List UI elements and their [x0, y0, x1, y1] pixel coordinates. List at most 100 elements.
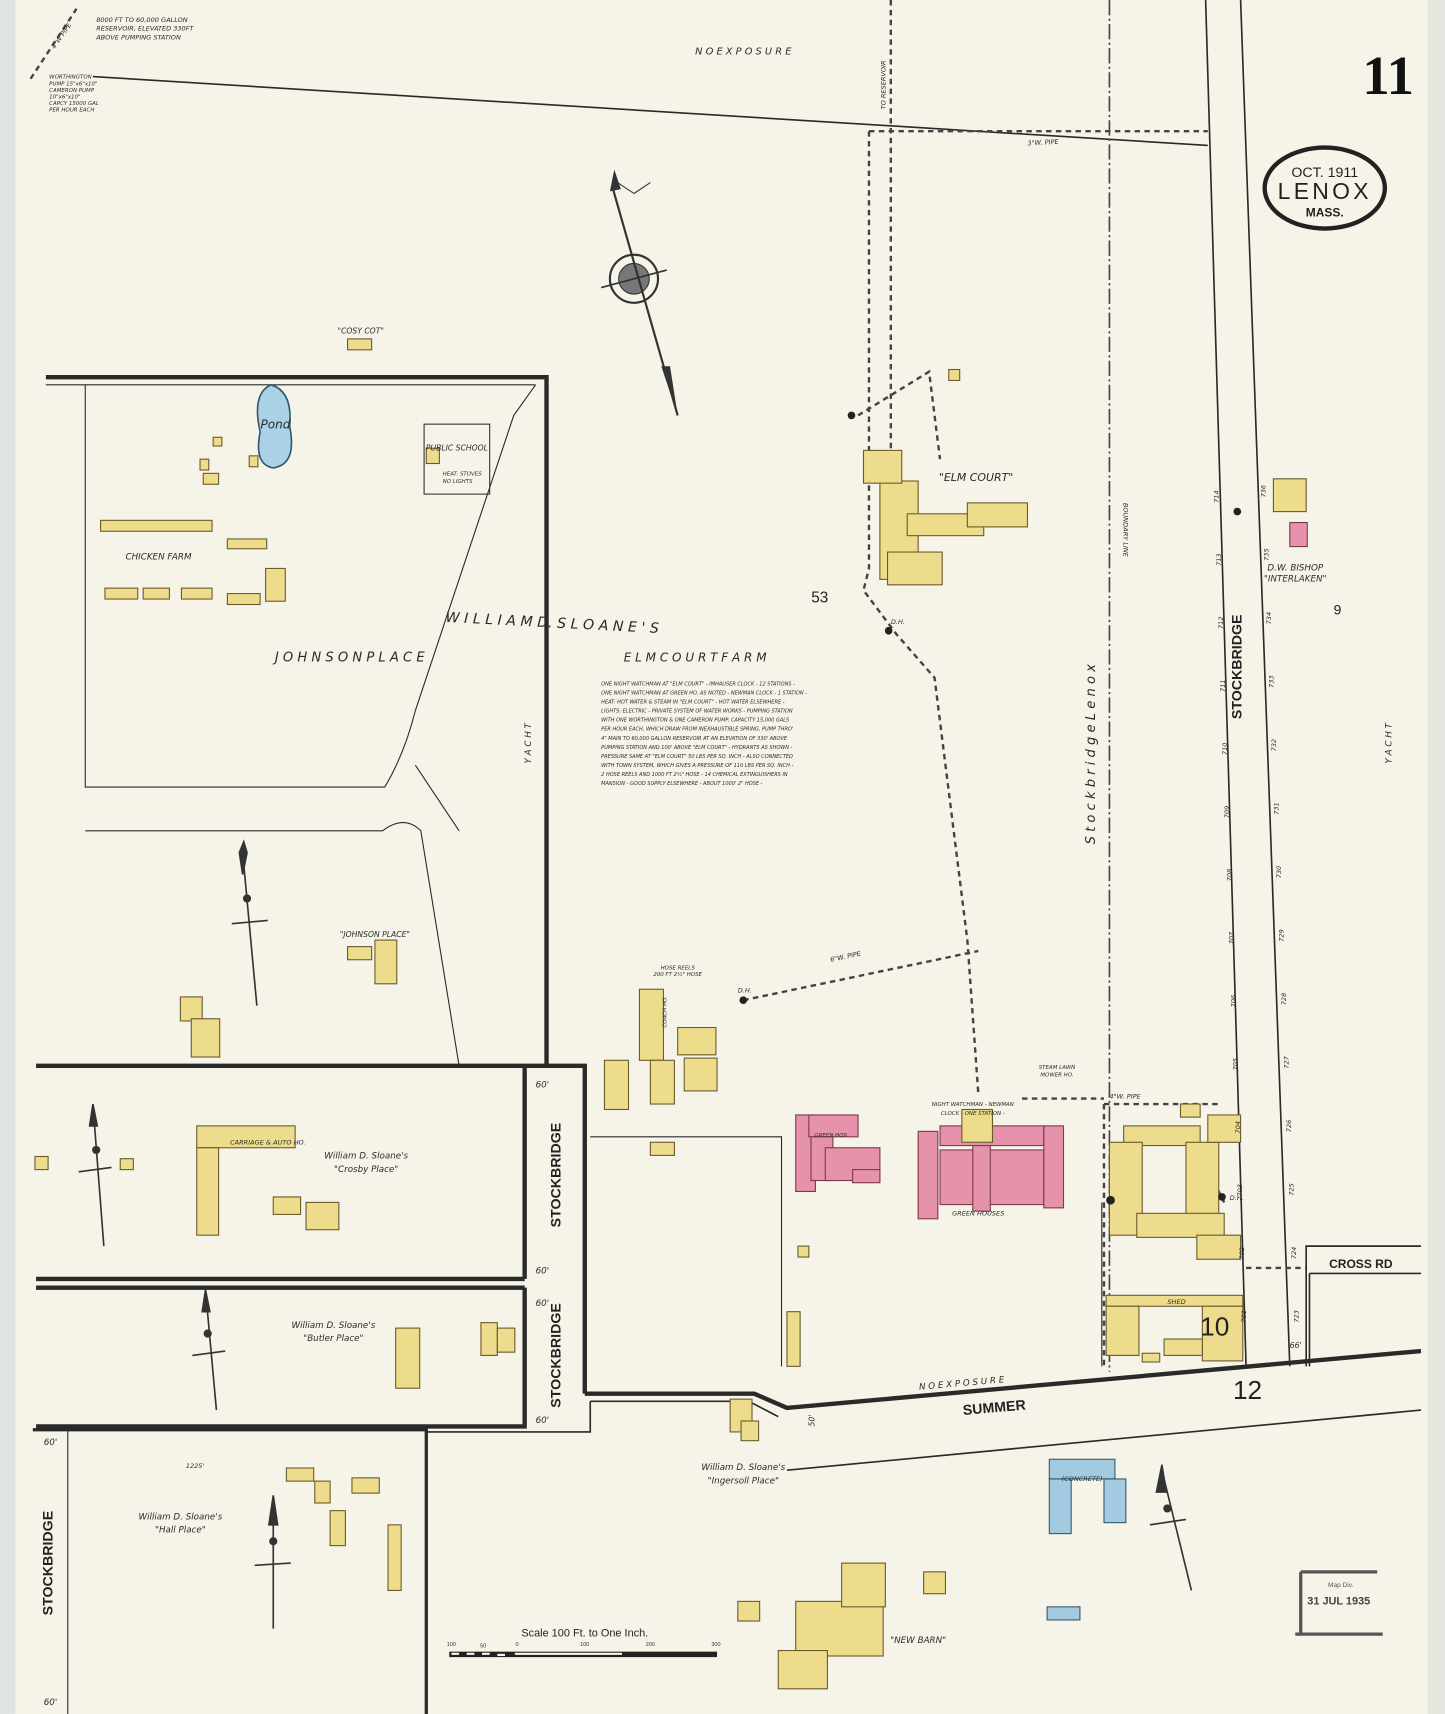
- note-line: PRESSURE SAME AT "ELM COURT" 50 LBS PER …: [601, 754, 793, 760]
- north-arrows: [78, 839, 1193, 1629]
- svg-text:"Ingersoll Place": "Ingersoll Place": [708, 1476, 779, 1486]
- street-address-numbers: 7147137127117107097087077067057047037027…: [1213, 485, 1301, 1323]
- frame-building: [797, 1245, 810, 1258]
- svg-text:"NEW BARN": "NEW BARN": [890, 1636, 946, 1646]
- frame-building: [305, 1201, 340, 1231]
- note-line: ONE NIGHT WATCHMAN AT GREEN HO. AS NOTED…: [601, 690, 807, 696]
- svg-text:Y A C H T: Y A C H T: [524, 722, 534, 763]
- address-number-right: 728: [1280, 993, 1288, 1006]
- svg-text:Y A C H T: Y A C H T: [1384, 722, 1394, 763]
- svg-text:10: 10: [1200, 1312, 1229, 1342]
- block-outlines: [32, 0, 1422, 1714]
- svg-text:60': 60': [44, 1698, 58, 1708]
- frame-building: [425, 447, 440, 465]
- svg-text:GREEN HOUSES: GREEN HOUSES: [952, 1210, 1004, 1218]
- right-scan-edge: [1427, 0, 1445, 1714]
- frame-building: [1136, 1212, 1225, 1238]
- address-number-right: 735: [1262, 548, 1270, 561]
- frame-building: [179, 996, 203, 1022]
- svg-text:66': 66': [1290, 1341, 1302, 1350]
- address-number-right: 725: [1287, 1183, 1295, 1196]
- scale-bar: Scale 100 Ft. to One Inch. 100 50 0 100 …: [447, 1627, 720, 1658]
- frame-building: [740, 1420, 760, 1442]
- frame-building: [314, 1480, 331, 1504]
- frame-building: [34, 1155, 49, 1171]
- svg-text:PUMP 15"x6"x10": PUMP 15"x6"x10": [49, 81, 97, 87]
- frame-building: [265, 567, 286, 602]
- address-number-left: 705: [1232, 1058, 1240, 1071]
- frame-building: [142, 587, 170, 600]
- svg-text:BOUNDARY LINE: BOUNDARY LINE: [1122, 503, 1130, 558]
- note-line: MANSION - GOOD SUPPLY ELSEWHERE - ABOUT …: [601, 781, 763, 787]
- title-state: MASS.: [1306, 205, 1344, 219]
- svg-text:CHICKEN FARM: CHICKEN FARM: [125, 553, 191, 563]
- note-line: ONE NIGHT WATCHMAN AT "ELM COURT" - IMHA…: [601, 681, 795, 687]
- frame-building: [496, 1327, 516, 1353]
- svg-text:CARRIAGE & AUTO HO.: CARRIAGE & AUTO HO.: [230, 1138, 305, 1146]
- svg-text:50': 50': [807, 1415, 816, 1427]
- svg-text:100: 100: [447, 1642, 456, 1648]
- svg-text:CAMERON PUMP: CAMERON PUMP: [49, 88, 95, 94]
- frame-building: [1272, 478, 1307, 513]
- frame-building: [786, 1311, 801, 1367]
- frame-building: [1105, 1294, 1244, 1307]
- library-stamp: Map Div. 31 JUL 1935: [1295, 1570, 1383, 1636]
- svg-text:"Butler Place": "Butler Place": [303, 1334, 363, 1344]
- svg-text:E L M C O U R T F A R M: E L M C O U R T F A R M: [624, 650, 767, 664]
- svg-text:4"W. PIPE: 4"W. PIPE: [1109, 1093, 1141, 1101]
- address-number-right: 734: [1265, 612, 1273, 625]
- note-line: 4" MAIN TO 60,000 GALLON RESERVOIR AT AN…: [601, 736, 788, 742]
- frame-building: [649, 1141, 675, 1156]
- frame-building: [862, 449, 903, 484]
- frame-building: [196, 1125, 296, 1149]
- svg-text:200 FT 2½" HOSE: 200 FT 2½" HOSE: [653, 971, 702, 978]
- frame-building: [649, 1059, 675, 1105]
- brick-building: [939, 1149, 1045, 1206]
- frame-building: [683, 1057, 718, 1092]
- svg-text:SUMMER: SUMMER: [962, 1398, 1026, 1419]
- title-date: OCT. 1911: [1291, 165, 1358, 181]
- title-oval: [1262, 145, 1388, 231]
- svg-text:NO LIGHTS: NO LIGHTS: [443, 479, 473, 485]
- water-supply-notes: ONE NIGHT WATCHMAN AT "ELM COURT" - IMHA…: [601, 681, 807, 787]
- frame-building: [104, 587, 139, 600]
- frame-building: [285, 1467, 315, 1482]
- frame-building: [923, 1571, 947, 1595]
- svg-text:William D. Sloane's: William D. Sloane's: [701, 1463, 785, 1473]
- frame-building: [180, 587, 213, 600]
- address-number-right: 736: [1260, 485, 1268, 498]
- brick-building: [1043, 1125, 1065, 1209]
- frame-building: [887, 551, 943, 586]
- address-number-left: 703: [1236, 1184, 1244, 1197]
- svg-text:31 JUL 1935: 31 JUL 1935: [1307, 1596, 1370, 1608]
- frame-building: [795, 1600, 884, 1657]
- frame-building: [1123, 1125, 1201, 1147]
- svg-text:100: 100: [580, 1642, 589, 1648]
- frame-building: [948, 368, 961, 381]
- svg-text:60': 60': [536, 1416, 550, 1426]
- concrete-building: [1046, 1606, 1081, 1621]
- address-number-right: 726: [1285, 1120, 1293, 1133]
- hydrants: [739, 411, 1242, 1205]
- svg-text:"COSY COT": "COSY COT": [338, 326, 384, 335]
- svg-text:Pond: Pond: [261, 418, 291, 432]
- svg-text:William D. Sloane's: William D. Sloane's: [291, 1321, 375, 1331]
- address-number-right: 731: [1272, 802, 1280, 815]
- frame-building: [119, 1158, 134, 1171]
- frame-building: [196, 1147, 220, 1236]
- frame-building: [841, 1562, 886, 1608]
- svg-text:NIGHT WATCHMAN - NEWMAN: NIGHT WATCHMAN - NEWMAN: [932, 1102, 1014, 1108]
- svg-text:300: 300: [711, 1642, 720, 1648]
- svg-text:53: 53: [811, 589, 828, 606]
- svg-text:WORTHINGTON: WORTHINGTON: [49, 75, 92, 81]
- svg-text:SHED: SHED: [1167, 1298, 1185, 1306]
- svg-text:D.H.: D.H.: [891, 618, 905, 626]
- brick-building: [852, 1169, 881, 1184]
- address-number-right: 724: [1290, 1247, 1298, 1260]
- svg-text:RESERVOIR, ELEVATED 330FT: RESERVOIR, ELEVATED 330FT: [96, 25, 194, 33]
- frame-building: [272, 1196, 302, 1215]
- frame-building: [1179, 1103, 1201, 1118]
- note-line: PUMPING STATION AND 100' ABOVE "ELM COUR…: [601, 745, 792, 751]
- map-labels: N O E X P O S U R E N O E X P O S U R E …: [40, 16, 1394, 1708]
